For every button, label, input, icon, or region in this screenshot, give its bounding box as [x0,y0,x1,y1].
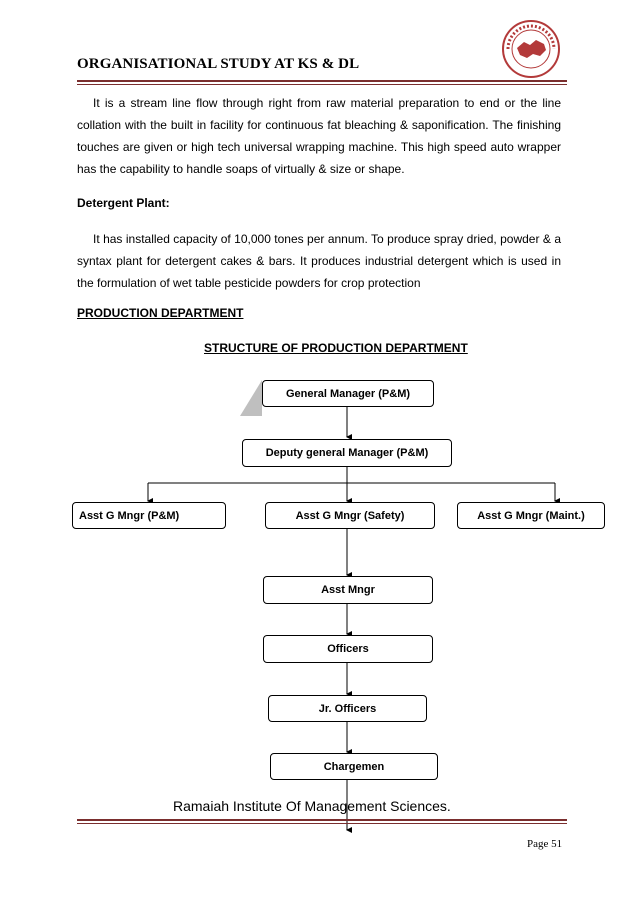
footer-rule [77,819,567,821]
header-title: ORGANISATIONAL STUDY AT KS & DL [77,56,360,72]
intro-paragraph: It is a stream line flow through right f… [77,96,561,176]
officers-box: Officers [263,635,433,663]
agm-safety-box: Asst G Mngr (Safety) [265,502,435,529]
institution-logo [502,20,560,78]
agm-pm-box: Asst G Mngr (P&M) [72,502,226,529]
structure-title: STRUCTURE OF PRODUCTION DEPARTMENT [204,341,468,355]
deputy-gm-box: Deputy general Manager (P&M) [242,439,452,467]
header-rule [77,80,567,82]
footer-institution: Ramaiah Institute Of Management Sciences… [173,798,451,814]
page-number: Page 51 [527,838,563,850]
detergent-paragraph: It has installed capacity of 10,000 tone… [77,232,561,290]
general-manager-box: General Manager (P&M) [262,380,434,407]
footer-rule-thin [77,823,567,824]
detergent-heading: Detergent Plant: [77,196,170,210]
chargemen-box: Chargemen [270,753,438,780]
header-rule-thin [77,84,567,85]
shadow-shape [240,380,262,416]
jr-officers-box: Jr. Officers [268,695,427,722]
production-heading: PRODUCTION DEPARTMENT [77,306,244,320]
asst-mngr-box: Asst Mngr [263,576,433,604]
agm-maint-box: Asst G Mngr (Maint.) [457,502,605,529]
